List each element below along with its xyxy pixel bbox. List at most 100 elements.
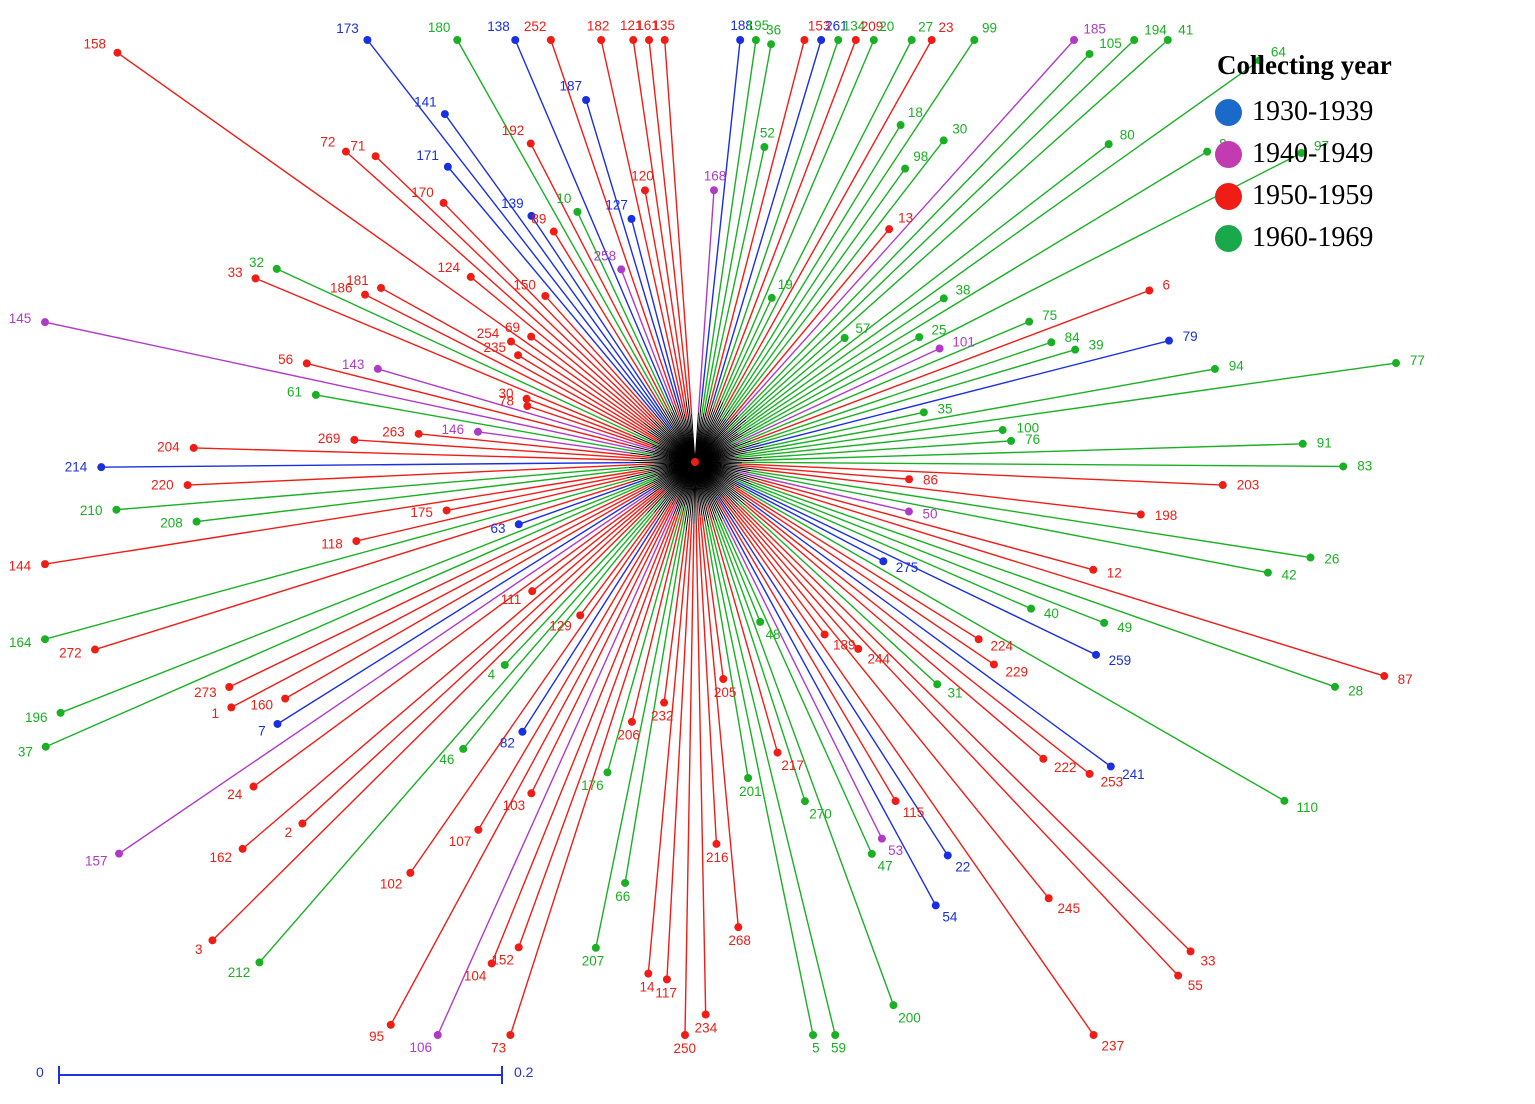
leaf-node (767, 40, 776, 49)
leaf-branch (696, 503, 718, 844)
leaf-node (386, 1020, 395, 1029)
leaf-node (527, 211, 536, 220)
leaf-node (527, 332, 536, 341)
leaf-label: 38 (956, 283, 971, 298)
leaf-node (719, 675, 728, 684)
leaf-branch (735, 341, 1052, 450)
leaf-node (272, 264, 281, 273)
leaf-branch (717, 499, 897, 802)
leaf-branch (345, 151, 659, 430)
leaf-label: 3 (195, 942, 203, 957)
leaf-label: 273 (194, 685, 217, 700)
leaf-label: 270 (809, 806, 832, 821)
leaf-label: 204 (157, 440, 180, 455)
leaf-branch (255, 277, 634, 437)
leaf-node (377, 283, 386, 292)
leaf-node (751, 36, 760, 44)
leaf-label: 50 (923, 507, 938, 522)
leaf-branch (754, 443, 1303, 461)
leaf-label: 35 (938, 401, 953, 416)
leaf-branch (736, 500, 938, 685)
legend-swatch (1215, 98, 1242, 126)
leaf-label: 69 (505, 320, 520, 335)
leaf-branch (706, 503, 779, 753)
leaf-label: 164 (9, 635, 32, 650)
leaf-label: 4 (488, 667, 496, 682)
leaf-branch (530, 336, 644, 424)
leaf-branch (746, 368, 1216, 454)
leaf-label: 6 (1162, 278, 1170, 293)
leaf-node (1089, 1031, 1098, 1039)
leaf-node (1145, 286, 1154, 295)
leaf-label: 91 (1317, 435, 1332, 450)
leaf-branch (706, 39, 806, 417)
leaf-label: 48 (765, 627, 780, 642)
leaf-label: 33 (228, 265, 243, 280)
leaf-branch (737, 507, 1179, 977)
leaf-node (820, 630, 829, 639)
leaf-branch (742, 463, 1223, 486)
leaf-branch (711, 39, 822, 404)
leaf-branch (729, 39, 975, 410)
leaf-label: 224 (991, 639, 1014, 654)
leaf-branch (744, 500, 1091, 775)
leaf-label: 258 (594, 248, 617, 263)
leaf-branch (550, 39, 682, 420)
leaf-branch (187, 463, 654, 486)
leaf-node (1186, 947, 1195, 956)
leaf-label: 252 (524, 19, 547, 34)
leaf-label: 234 (695, 1021, 718, 1036)
legend-label: 1950-1959 (1252, 180, 1374, 211)
leaf-node (406, 868, 415, 877)
leaf-branch (477, 500, 673, 831)
leaf-label: 89 (531, 212, 546, 227)
leaf-node (974, 635, 983, 644)
leaf-node (1100, 618, 1109, 627)
leaf-branch (663, 39, 693, 415)
leaf-branch (701, 516, 724, 680)
leaf-node (591, 943, 600, 952)
leaf-label: 99 (982, 20, 997, 35)
leaf-node (1039, 754, 1048, 763)
leaf-branch (377, 368, 656, 451)
leaf-label: 73 (491, 1040, 506, 1055)
leaf-node (1027, 604, 1036, 613)
leaf-label: 250 (673, 1041, 696, 1056)
leaf-node (1165, 336, 1174, 345)
leaf-node (528, 587, 537, 596)
leaf-node (527, 789, 536, 798)
leaf-branch (648, 39, 689, 398)
leaf-branch (116, 466, 629, 511)
leaf-label: 139 (501, 196, 524, 211)
leaf-node (371, 152, 380, 161)
leaf-branch (736, 481, 1097, 656)
leaf-node (701, 1010, 710, 1019)
internal-branch (691, 413, 696, 463)
leaf-node (1297, 148, 1306, 157)
leaf-node (809, 1031, 818, 1039)
leaf-branch (624, 524, 686, 884)
leaf-branch (390, 504, 673, 1026)
leaf-label: 103 (503, 798, 526, 813)
leaf-node (523, 402, 532, 411)
leaf-branch (517, 354, 657, 440)
leaf-branch (738, 504, 1192, 952)
leaf-node (773, 748, 782, 757)
leaf-branch (720, 39, 875, 401)
leaf-node (1106, 762, 1115, 771)
leaf-label: 212 (228, 965, 251, 980)
leaf-label: 55 (1188, 978, 1203, 993)
leaf-branch (713, 39, 857, 411)
leaf-node (414, 429, 423, 438)
leaf-node (440, 110, 449, 119)
leaf-node (1136, 510, 1145, 519)
leaf-branch (721, 497, 826, 635)
legend-label: 1940-1949 (1252, 138, 1374, 169)
leaf-label: 188 (730, 18, 753, 33)
leaf-label: 120 (631, 169, 654, 184)
leaf-node (800, 36, 809, 44)
leaf-branch (715, 513, 761, 623)
leaf-node (115, 849, 124, 858)
leaf-label: 5 (812, 1041, 820, 1056)
